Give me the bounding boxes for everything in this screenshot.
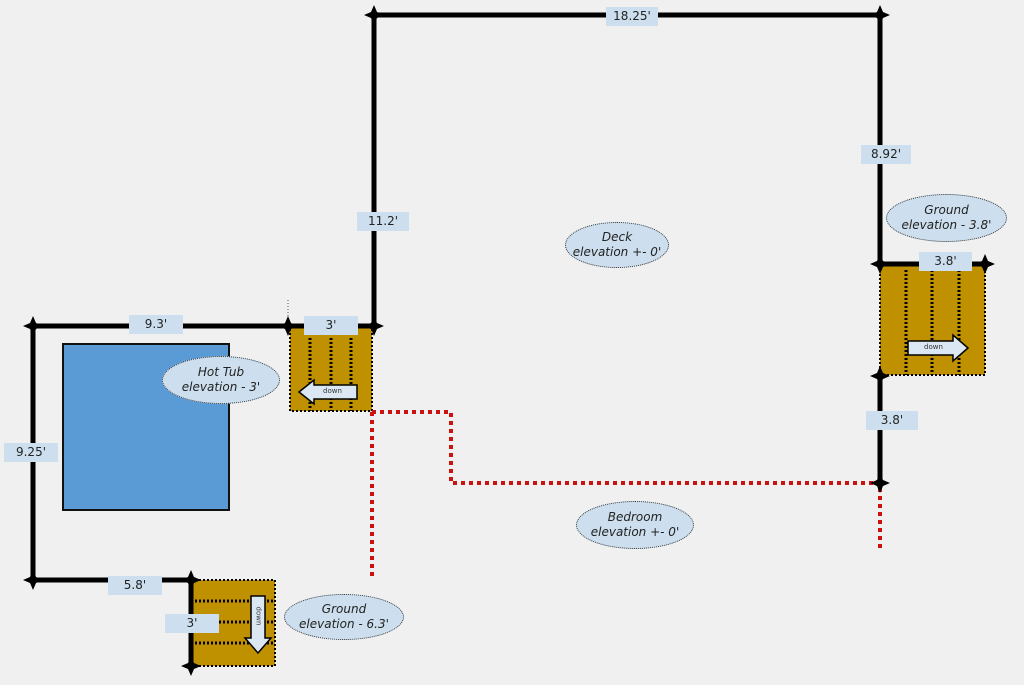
down-arrow-left bbox=[297, 378, 358, 406]
area-elevation: elevation - 6.3' bbox=[299, 617, 389, 631]
stairs-right-direction: down bbox=[924, 343, 943, 351]
down-arrow-bottom bbox=[243, 595, 273, 655]
dim-hot-tub-top: 9.3' bbox=[129, 315, 183, 334]
area-name: Deck bbox=[601, 230, 633, 244]
stairs-left-direction: down bbox=[323, 387, 342, 395]
area-elevation: elevation +- 0' bbox=[572, 245, 662, 259]
area-label-bedroom: Bedroom elevation +- 0' bbox=[576, 501, 694, 549]
area-label-hot-tub: Hot Tub elevation - 3' bbox=[162, 356, 280, 404]
dim-deck-right-lower: 3.8' bbox=[866, 411, 918, 430]
stairs-bottom-direction: down bbox=[254, 606, 263, 626]
area-label-ground-bottom: Ground elevation - 6.3' bbox=[284, 594, 404, 640]
stairs-right bbox=[879, 263, 986, 376]
dim-hot-tub-bottom: 5.8' bbox=[108, 576, 162, 595]
area-label-ground-right: Ground elevation - 3.8' bbox=[886, 194, 1007, 242]
stairs-left bbox=[289, 326, 373, 412]
area-name: Bedroom bbox=[607, 510, 663, 524]
deck-walls bbox=[30, 12, 883, 666]
area-label-deck: Deck elevation +- 0' bbox=[565, 222, 669, 268]
area-elevation: elevation - 3.8' bbox=[901, 218, 992, 232]
dim-deck-top: 18.25' bbox=[606, 7, 658, 26]
area-elevation: elevation +- 0' bbox=[590, 525, 680, 539]
area-name: Ground bbox=[924, 203, 969, 217]
dim-stairs-right-width: 3.8' bbox=[919, 252, 972, 271]
area-name: Hot Tub bbox=[197, 365, 245, 379]
down-arrow-right bbox=[907, 333, 970, 363]
dim-deck-left: 11.2' bbox=[357, 212, 409, 231]
dim-stairs-left-width: 3' bbox=[304, 316, 358, 335]
area-elevation: elevation - 3' bbox=[181, 380, 261, 394]
dim-stairs-bottom-width: 3' bbox=[165, 614, 219, 633]
dim-hot-tub-left: 9.25' bbox=[4, 443, 58, 462]
area-name: Ground bbox=[321, 602, 367, 616]
dim-deck-right-upper: 8.92' bbox=[861, 145, 911, 164]
